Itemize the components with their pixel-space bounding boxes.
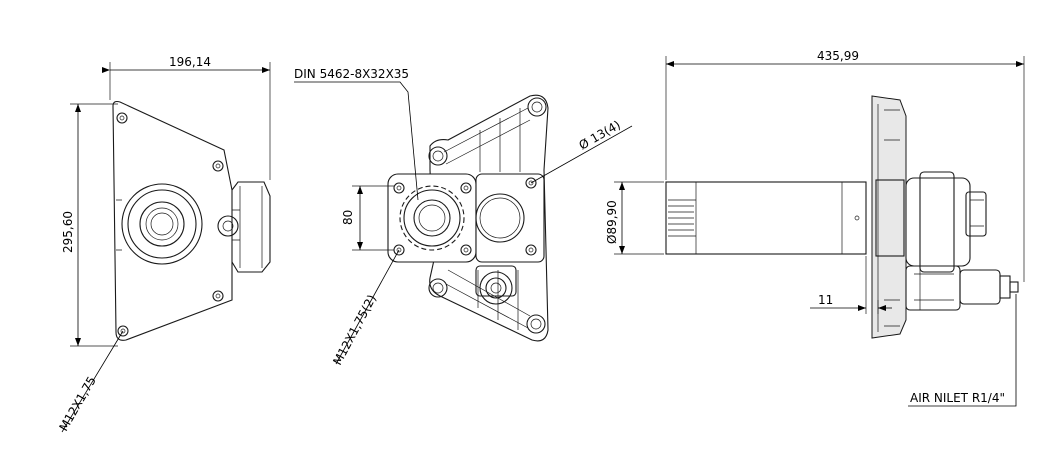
ribbed-bracket [429,94,549,342]
flange-plate [871,95,907,339]
thread-label-left: M12X1,75 [56,374,98,433]
side-housing [231,181,271,273]
air-inlet-label: AIR NILET R1/4" [910,391,1005,405]
overall-length-label: 435,99 [817,49,859,63]
flange-distance-label: 11 [818,293,833,307]
center-distance-label: 80 [341,210,355,225]
output-shaft [665,181,867,255]
spline-gear [399,185,465,251]
mounting-plate [112,100,233,341]
bolt-holes [116,112,224,337]
spline-spec-label: DIN 5462-8X32X35 [294,67,409,81]
dim-height-left: 295,60 [61,211,75,253]
dim-width-left: 196,14 [169,55,211,69]
hub-outer [121,183,203,265]
thread-label-mid: M12X1,75(2) [330,292,379,367]
front-view: 196,14 295,60 M12X1,75 [56,55,271,434]
air-fitting [959,269,1001,305]
flange-view: DIN 5462-8X32X35 Ø 13(4) 80 M12X1,75(2) [294,67,633,367]
pump-body [905,177,971,267]
shaft-diameter-label: Ø89,90 [605,200,619,244]
side-view: 435,99 Ø89,90 11 AIR NILET R1/4" [605,49,1025,407]
